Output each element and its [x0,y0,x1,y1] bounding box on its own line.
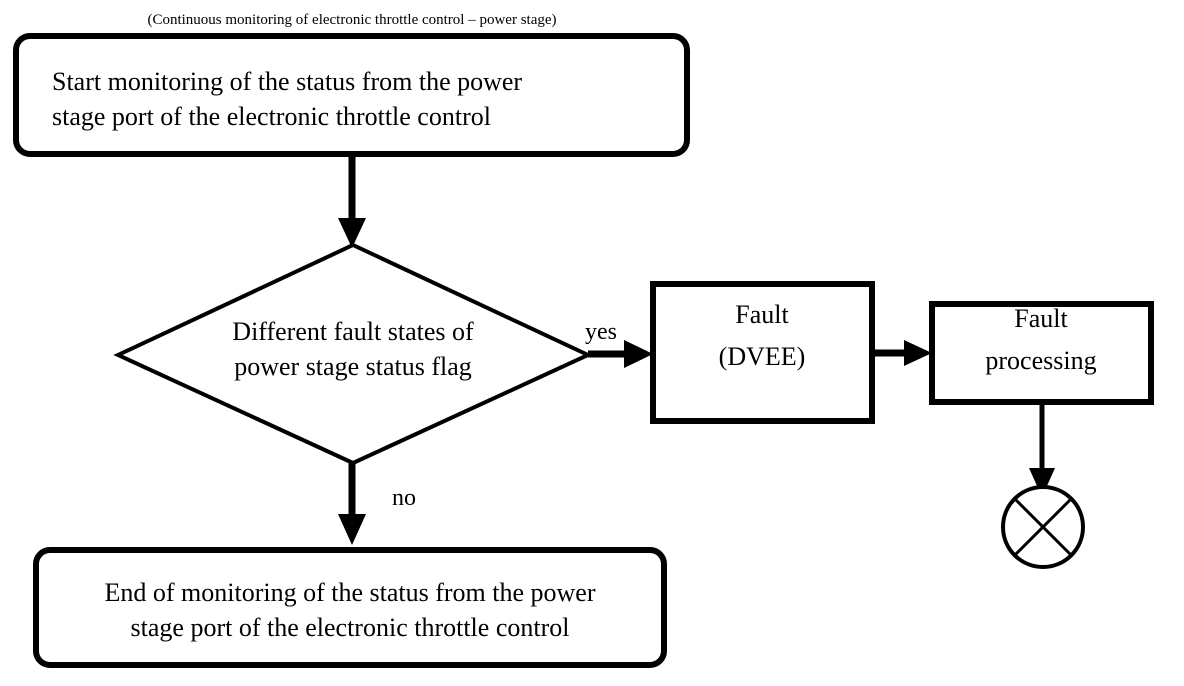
edge-label-no: no [392,485,416,511]
node-start-line1: Start monitoring of the status from the … [52,67,522,96]
node-end [33,547,667,668]
node-fault-processing-line1: Fault [1014,304,1068,333]
node-fault-line1: Fault [735,300,789,329]
node-decision-line2: power stage status flag [234,352,472,381]
edge-processing-to-terminator-arrowhead [1029,468,1055,497]
node-start [13,33,690,157]
diagram-caption: (Continuous monitoring of electronic thr… [147,12,556,28]
node-decision-line1: Different fault states of [232,317,474,346]
node-terminator-cross-line-2 [1013,497,1073,557]
node-start-line2: stage port of the electronic throttle co… [52,102,491,131]
node-end-line2: stage port of the electronic throttle co… [131,613,570,642]
edge-label-yes: yes [585,319,617,345]
edge-decision-to-fault-arrowhead [624,340,653,368]
edge-fault-to-processing-arrowhead [904,340,932,366]
edge-start-to-decision-arrowhead [338,218,366,248]
node-fault [650,281,875,424]
node-end-line1: End of monitoring of the status from the… [104,578,595,607]
edge-decision-to-end-arrowhead [338,514,366,545]
node-fault-processing-line2: processing [985,346,1096,375]
node-fault-line2: (DVEE) [719,342,806,371]
